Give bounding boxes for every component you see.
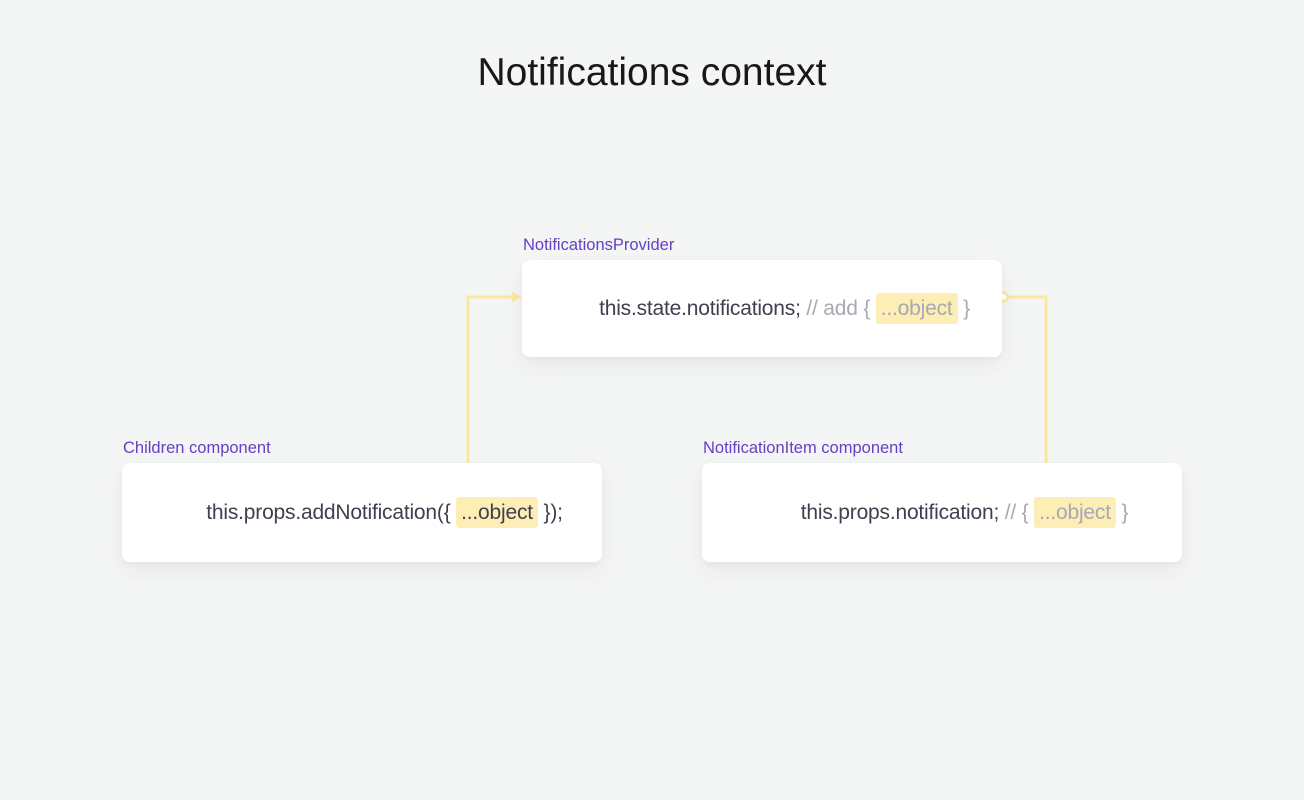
provider-card: this.state.notifications; // add { ...ob… bbox=[522, 260, 1002, 357]
children-card: this.props.addNotification({ ...object }… bbox=[122, 463, 602, 562]
code-comment: // { bbox=[999, 500, 1035, 524]
object-highlight: ...object bbox=[456, 496, 538, 528]
code-comment: } bbox=[957, 296, 970, 320]
object-highlight: ...object bbox=[1034, 496, 1116, 528]
code-text: this.state.notifications; bbox=[599, 296, 801, 320]
notification-item-card: this.props.notification; // { ...object … bbox=[702, 463, 1182, 562]
code-text: this.props.notification; bbox=[800, 500, 1000, 524]
code-comment: } bbox=[1115, 500, 1129, 524]
code-comment: // add { bbox=[800, 296, 876, 320]
code-text: this.props.addNotification({ bbox=[206, 500, 457, 524]
object-highlight: ...object bbox=[875, 292, 958, 324]
arrowhead-right-icon bbox=[512, 291, 522, 303]
code-text: }); bbox=[537, 500, 563, 524]
node-notification-item-component: NotificationItem component this.props.no… bbox=[702, 438, 1182, 562]
code-line: this.props.notification; // { ...object … bbox=[756, 468, 1129, 558]
node-label: Children component bbox=[123, 439, 271, 457]
node-label: NotificationItem component bbox=[703, 439, 903, 457]
node-notifications-provider: NotificationsProvider this.state.notific… bbox=[522, 235, 1002, 357]
node-label: NotificationsProvider bbox=[523, 236, 675, 254]
code-line: this.state.notifications; // add { ...ob… bbox=[554, 264, 970, 354]
code-line: this.props.addNotification({ ...object }… bbox=[161, 468, 563, 558]
page-title: Notifications context bbox=[477, 51, 827, 94]
node-children-component: Children component this.props.addNotific… bbox=[122, 438, 602, 562]
